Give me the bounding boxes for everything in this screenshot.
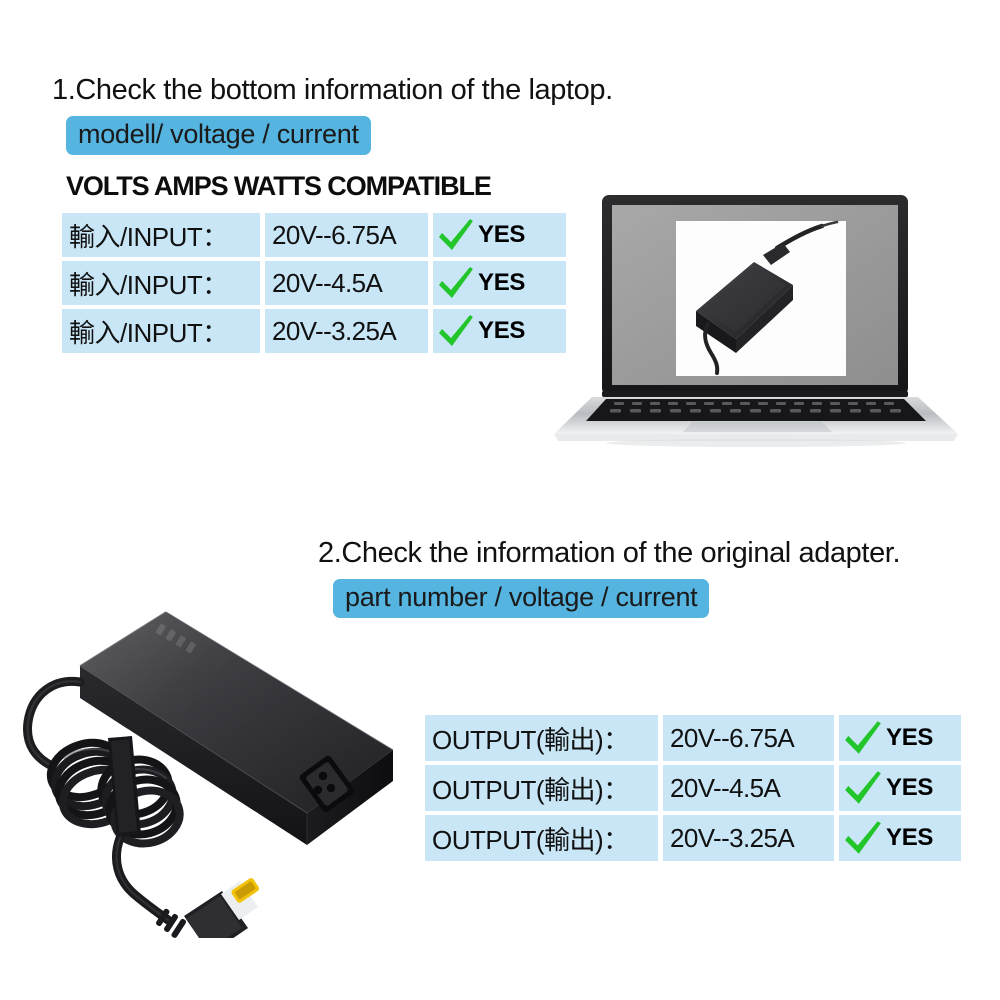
- screen-adapter-image: [696, 220, 839, 375]
- input-label: 輸入/INPUT：: [69, 317, 228, 348]
- table-cell-value: 20V--6.75A: [265, 213, 428, 257]
- slim-tip-connector-icon: [155, 878, 260, 938]
- table-cell-label: OUTPUT(輸出)：: [425, 715, 658, 761]
- laptop-trackpad: [683, 422, 832, 432]
- green-check-icon: [845, 771, 881, 804]
- step-2-highlight-chip: part number / voltage / current: [333, 579, 710, 618]
- table-row: OUTPUT(輸出)： 20V--6.75A YES: [425, 715, 961, 761]
- adapter-brick: [79, 611, 394, 845]
- table-cell-value: 20V--3.25A: [265, 309, 428, 353]
- compatibility-label: YES: [478, 221, 526, 248]
- table-row: OUTPUT(輸出)： 20V--4.5A YES: [425, 765, 961, 811]
- table-cell-compatibility: YES: [433, 261, 566, 305]
- compatibility-label: YES: [478, 317, 526, 344]
- input-spec-table: 輸入/INPUT： 20V--6.75A YES 輸入/INPUT： 20V--…: [62, 213, 566, 353]
- table-cell-label: OUTPUT(輸出)：: [425, 815, 658, 861]
- dc-output-cable: [112, 833, 173, 925]
- input-label: 輸入/INPUT：: [69, 221, 228, 252]
- compatibility-table-title: VOLTS AMPS WATTS COMPATIBLE: [66, 171, 492, 201]
- table-cell-value: 20V--4.5A: [663, 765, 834, 811]
- green-check-icon: [845, 721, 881, 754]
- table-cell-compatibility: YES: [433, 309, 566, 353]
- table-cell-compatibility: YES: [839, 765, 961, 811]
- table-cell-compatibility: YES: [839, 815, 961, 861]
- output-label: OUTPUT(輸出)：: [432, 774, 629, 805]
- green-check-icon: [439, 219, 473, 250]
- output-label: OUTPUT(輸出)：: [432, 824, 629, 855]
- output-rating: 20V--3.25A: [670, 822, 795, 853]
- step-1-heading: 1.Check the bottom information of the la…: [52, 74, 613, 106]
- power-adapter-photo: [23, 611, 394, 938]
- table-cell-label: OUTPUT(輸出)：: [425, 765, 658, 811]
- table-cell-value: 20V--6.75A: [663, 715, 834, 761]
- table-cell-label: 輸入/INPUT：: [62, 213, 260, 257]
- table-cell-value: 20V--4.5A: [265, 261, 428, 305]
- green-check-icon: [439, 315, 473, 346]
- table-row: 輸入/INPUT： 20V--3.25A YES: [62, 309, 566, 353]
- compatibility-label: YES: [886, 824, 934, 851]
- output-rating: 20V--4.5A: [670, 772, 781, 803]
- compatibility-label: YES: [478, 269, 526, 296]
- step-1-highlight-chip: modell/ voltage / current: [66, 116, 371, 155]
- table-cell-compatibility: YES: [433, 213, 566, 257]
- step-2-heading: 2.Check the information of the original …: [318, 537, 901, 569]
- output-rating: 20V--6.75A: [670, 722, 795, 753]
- input-rating: 20V--4.5A: [272, 267, 383, 298]
- green-check-icon: [845, 821, 881, 854]
- input-label: 輸入/INPUT：: [69, 269, 228, 300]
- table-row: 輸入/INPUT： 20V--4.5A YES: [62, 261, 566, 305]
- output-label: OUTPUT(輸出)：: [432, 724, 629, 755]
- table-row: 輸入/INPUT： 20V--6.75A YES: [62, 213, 566, 257]
- table-cell-label: 輸入/INPUT：: [62, 261, 260, 305]
- input-rating: 20V--6.75A: [272, 219, 397, 250]
- ac-inlet-socket: [299, 755, 355, 813]
- input-rating: 20V--3.25A: [272, 315, 397, 346]
- compatibility-label: YES: [886, 724, 934, 751]
- velcro-strap: [108, 736, 141, 837]
- adapter-branding: [155, 623, 196, 654]
- table-row: OUTPUT(輸出)： 20V--3.25A YES: [425, 815, 961, 861]
- keyboard-keys: [610, 402, 901, 413]
- green-check-icon: [439, 267, 473, 298]
- table-cell-compatibility: YES: [839, 715, 961, 761]
- compatibility-label: YES: [886, 774, 934, 801]
- table-cell-label: 輸入/INPUT：: [62, 309, 260, 353]
- output-spec-table: OUTPUT(輸出)： 20V--6.75A YES OUTPUT(輸出)： 2…: [425, 715, 961, 861]
- table-cell-value: 20V--3.25A: [663, 815, 834, 861]
- laptop-illustration: [554, 195, 958, 447]
